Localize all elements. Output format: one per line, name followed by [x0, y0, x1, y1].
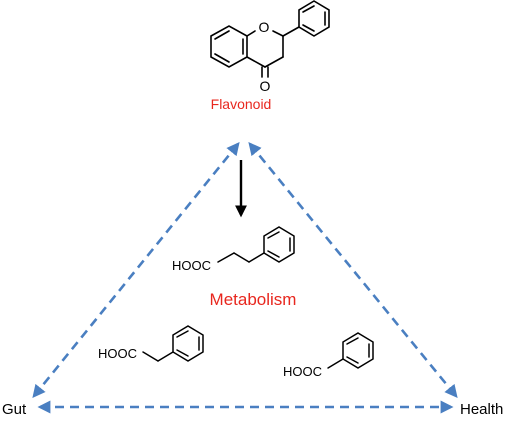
metabolism-label: Metabolism	[210, 290, 297, 309]
ring-b-double-bond	[302, 24, 315, 32]
flavonoid-gut-arrow	[32, 141, 240, 399]
ring-c-bond	[272, 30, 284, 37]
carbonyl-oxygen-atom: O	[260, 78, 271, 94]
phenyl-link-bond	[282, 26, 300, 37]
flavonoid-label: Flavonoid	[211, 96, 272, 112]
ring-c-bond	[246, 56, 266, 68]
flavonoid-health-arrow	[248, 141, 458, 399]
metabolite-1-group: HOOC	[172, 258, 211, 273]
ring-a-double-bond	[214, 30, 230, 40]
ring-a-double-bond	[214, 53, 230, 63]
metabolite-3-structure	[327, 332, 374, 369]
ring-oxygen-atom: O	[259, 19, 270, 35]
health-label: Health	[460, 401, 503, 418]
flavonoid-structure	[210, 0, 330, 78]
metabolite-3-group: HOOC	[283, 364, 322, 379]
metabolite-2-structure	[142, 325, 204, 362]
metabolite-1-structure	[217, 226, 295, 263]
metabolite-2-group: HOOC	[98, 346, 137, 361]
relation-arrows	[32, 141, 458, 414]
ring-b-double-bond	[302, 5, 315, 13]
ring-b	[298, 0, 330, 37]
ring-c-bond	[264, 56, 284, 68]
ring-c-bond	[246, 30, 256, 37]
gut-label: Gut	[2, 401, 27, 418]
ring-a	[210, 25, 248, 68]
